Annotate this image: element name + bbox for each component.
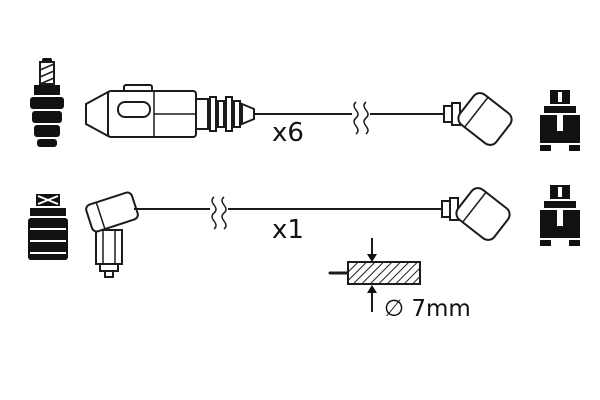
- bottom-cable-quantity-label: x1: [272, 215, 304, 245]
- cable-x1: [134, 196, 444, 230]
- straight-connector-icon: [85, 84, 255, 138]
- hatched-cable-section: [347, 261, 421, 285]
- break-mark-icon: [211, 196, 217, 230]
- elbow-boot-icon: [441, 187, 511, 241]
- cable-diameter-callout: ∅ 7mm: [328, 238, 471, 322]
- diameter-label: ∅ 7mm: [384, 296, 471, 322]
- break-mark-icon: [353, 101, 359, 135]
- break-mark-icon: [363, 101, 369, 135]
- break-mark-icon: [221, 196, 227, 230]
- rubber-boot-icon: [28, 194, 68, 260]
- elbow-boot-icon: [443, 92, 513, 146]
- cable-x6: [254, 101, 446, 135]
- top-cable-quantity-label: x6: [272, 118, 304, 148]
- boot-cap-icon: [540, 185, 580, 246]
- angled-plug-boot-icon: [85, 191, 139, 278]
- boot-cap-icon: [540, 90, 580, 151]
- spark-plug-terminal-icon: [30, 58, 64, 147]
